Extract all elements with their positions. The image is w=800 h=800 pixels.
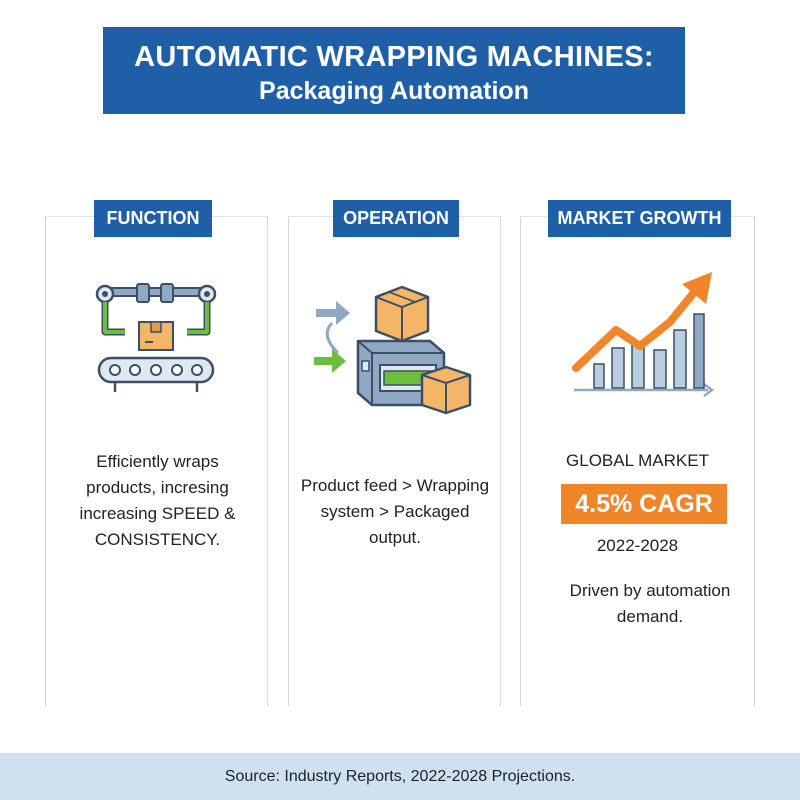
market-driver-note: Driven by automation demand. xyxy=(569,581,731,626)
page-subtitle: Packaging Automation xyxy=(259,77,529,105)
function-badge: FUNCTION xyxy=(94,200,212,237)
market-growth-badge: MARKET GROWTH xyxy=(548,200,731,237)
global-market-label: GLOBAL MARKET xyxy=(566,451,709,470)
forecast-years: 2022-2028 xyxy=(596,536,679,555)
operation-description: Product feed > Wrapping system > Package… xyxy=(300,476,490,547)
growth-chart-icon xyxy=(572,272,715,397)
source-footer: Source: Industry Reports, 2022-2028 Proj… xyxy=(0,753,800,800)
operation-badge: OPERATION xyxy=(333,200,459,237)
robotic-arm-conveyor-icon xyxy=(95,283,217,392)
page-title: AUTOMATIC WRAPPING MACHINES: xyxy=(134,41,654,73)
wrapping-machine-icon xyxy=(314,285,472,415)
title-banner: AUTOMATIC WRAPPING MACHINES: Packaging A… xyxy=(103,27,685,114)
cagr-badge: 4.5% CAGR xyxy=(561,484,727,524)
function-description: Efficiently wraps products, incresing in… xyxy=(79,452,236,549)
